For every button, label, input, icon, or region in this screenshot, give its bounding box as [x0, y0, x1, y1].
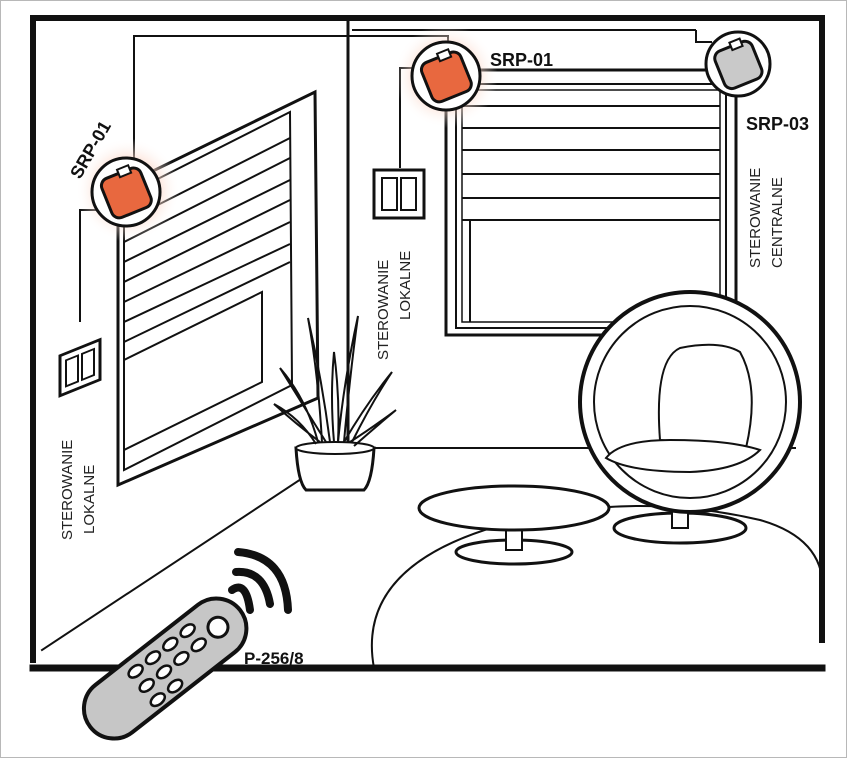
wall-switch-left[interactable]: [58, 337, 102, 398]
control-module-center[interactable]: [410, 40, 482, 112]
remote-label: P-256/8: [244, 649, 304, 668]
control-local-left-label: STEROWANIE LOKALNE: [59, 440, 98, 540]
svg-text:STEROWANIE: STEROWANIE: [59, 440, 76, 540]
control-module-icon: [419, 47, 473, 104]
wall-switch-icon: [58, 337, 102, 398]
control-local-center-label: STEROWANIE LOKALNE: [375, 251, 414, 360]
coffee-table-icon: [417, 484, 611, 566]
svg-text:STEROWANIE: STEROWANIE: [375, 260, 392, 360]
control-module-icon: [713, 37, 764, 91]
wall-switch-icon: [372, 168, 426, 220]
plant-icon: [273, 315, 397, 492]
svg-text:STEROWANIE: STEROWANIE: [747, 168, 764, 268]
control-module-icon: [99, 163, 153, 220]
device-label-center: SRP-01: [490, 50, 553, 70]
ball-chair-icon: [578, 289, 802, 545]
control-module-left[interactable]: [90, 156, 162, 228]
wall-switch-center[interactable]: [372, 168, 426, 220]
rug: [370, 505, 824, 669]
signal-waves-icon: [228, 548, 292, 614]
svg-text:CENTRALNE: CENTRALNE: [769, 177, 786, 268]
device-label-right: SRP-03: [746, 114, 809, 134]
control-central-label: STEROWANIE CENTRALNE: [747, 168, 786, 268]
svg-text:LOKALNE: LOKALNE: [81, 465, 98, 534]
control-module-right[interactable]: [704, 30, 772, 98]
roller-shutter-icon: [462, 105, 720, 221]
remote-control-icon[interactable]: [72, 586, 259, 750]
svg-text:LOKALNE: LOKALNE: [397, 251, 414, 320]
